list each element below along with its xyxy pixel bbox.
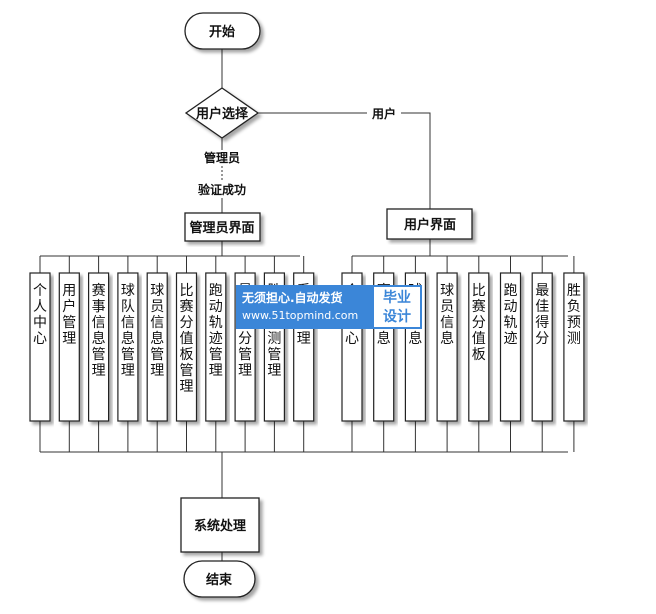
edge-label-user: 用户	[371, 106, 396, 121]
connector-decision-userui	[258, 112, 431, 209]
watermark-badge: 毕业 设计	[372, 285, 422, 329]
system-process-node	[180, 497, 260, 553]
user-module-box	[563, 272, 585, 422]
admin-module-label: 跑动轨迹管理	[209, 283, 223, 379]
admin-interface-label: 管理员界面	[189, 220, 254, 236]
user-module-box	[436, 272, 458, 422]
user-module-label: 跑动轨迹	[504, 283, 518, 347]
watermark-badge-line1: 毕业	[383, 290, 411, 306]
edge-label-user-bg	[367, 104, 401, 122]
user-interface-node	[386, 208, 473, 240]
user-module-label: 球员信息	[440, 283, 454, 347]
admin-module-box	[175, 272, 198, 422]
admin-interface-node	[184, 212, 261, 242]
user-module-label: 胜负预测	[567, 283, 581, 347]
start-node-label: 开始	[209, 24, 235, 40]
user-module-box	[531, 272, 553, 422]
admin-module-box	[58, 272, 80, 422]
end-node	[183, 560, 256, 598]
admin-module-label: 赛事信息管理	[92, 283, 106, 379]
admin-module-label: 用户管理	[62, 283, 76, 347]
admin-module-label: 个人中心	[33, 283, 47, 347]
watermark-banner: 无须担心.自动发货 www.51topmind.com 毕业 设计	[236, 285, 422, 329]
admin-module-box	[87, 272, 110, 422]
end-node-label: 结束	[206, 572, 233, 588]
admin-module-box	[117, 272, 139, 422]
module-stubs	[39, 256, 575, 452]
edge-label-verify: 验证成功	[198, 182, 246, 197]
user-module-box	[499, 272, 522, 422]
admin-module-box	[205, 272, 227, 422]
system-process-label: 系统处理	[194, 518, 246, 534]
edge-label-admin: 管理员	[204, 150, 240, 165]
watermark-badge-line2: 设计	[383, 309, 411, 325]
admin-module-box	[29, 272, 51, 422]
user-module-label: 最佳得分	[535, 283, 549, 347]
user-interface-label: 用户界面	[403, 217, 456, 233]
user-module-box	[468, 272, 490, 422]
watermark-url: www.51topmind.com	[242, 309, 359, 322]
admin-module-box	[146, 272, 168, 422]
admin-module-label: 球员信息管理	[150, 283, 164, 379]
admin-module-label: 比赛分值板管理	[180, 283, 194, 395]
start-node	[184, 12, 261, 50]
decision-node-label: 用户选择	[195, 106, 249, 122]
decision-node	[184, 87, 260, 139]
admin-module-label: 球队信息管理	[121, 283, 135, 379]
user-module-label: 比赛分值板	[472, 283, 486, 363]
watermark-slogan: 无须担心.自动发货	[242, 291, 343, 305]
